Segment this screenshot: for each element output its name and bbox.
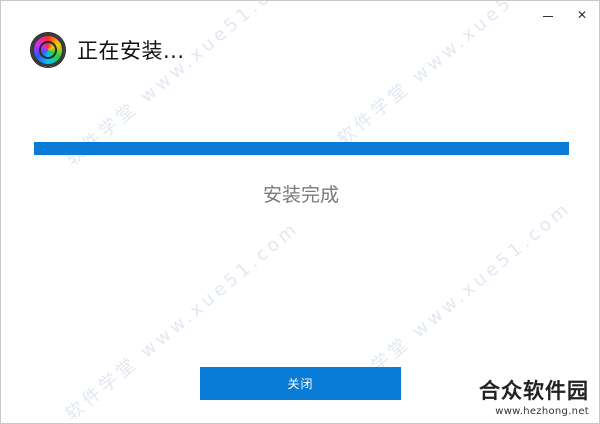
install-status: 安装完成 [262,184,339,206]
close-icon: ✕ [576,8,588,22]
minimize-button[interactable] [531,1,565,29]
brand-watermark: 合众软件园 www.hezhong.net [479,375,589,417]
brand-name: 合众软件园 [479,379,589,403]
window-controls: ✕ [531,1,599,29]
minimize-icon [543,15,553,17]
close-button[interactable]: 关闭 [200,367,401,400]
installer-header: 正在安装... [31,32,185,68]
close-window-button[interactable]: ✕ [565,1,599,29]
install-progress-fill [34,142,569,155]
page-title: 正在安装... [77,39,185,63]
brand-url: www.hezhong.net [495,406,589,417]
color-wheel-icon [31,33,65,67]
install-progress-bar [34,142,569,155]
